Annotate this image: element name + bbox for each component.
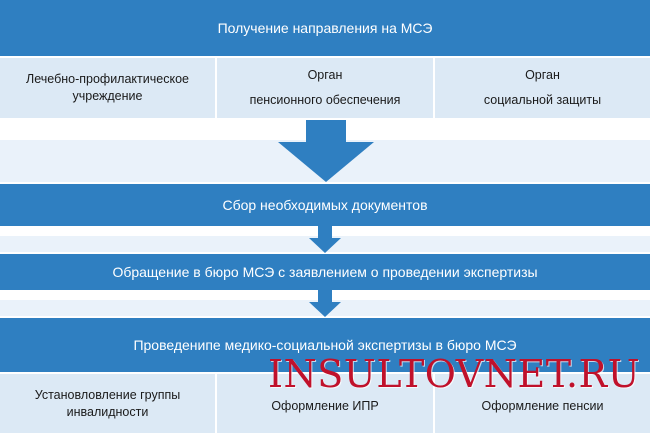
option-2-line1: Орган <box>307 68 343 83</box>
step-1-options: Лечебно-профилактическое учреждение Орга… <box>0 58 650 118</box>
option-1-line1: Лечебно-профилактическое <box>26 72 189 87</box>
step-3-title: Обращение в бюро МСЭ с заявлением о пров… <box>112 264 538 280</box>
outcome-2-line1: Оформление ИПР <box>271 399 379 414</box>
outcome-disability-group: Установловление группы инвалидности <box>0 374 215 433</box>
step-4-title: Проведенипе медико-социальной экспертизы… <box>133 337 517 353</box>
outcome-3-line1: Оформление пенсии <box>481 399 604 414</box>
step-4-outcomes: Установловление группы инвалидности Офор… <box>0 374 650 433</box>
step-2-title: Сбор необходимых документов <box>222 197 428 213</box>
option-social-protection: Орган социальной защиты <box>435 58 650 118</box>
outcome-pension: Оформление пенсии <box>435 374 650 433</box>
outcome-ipr: Оформление ИПР <box>217 374 433 433</box>
option-pension-authority: Орган пенсионного обеспечения <box>217 58 433 118</box>
option-3-line2: социальной защиты <box>483 93 602 107</box>
down-arrow-icon <box>309 226 341 253</box>
site-watermark: INSULTOVNET.RU <box>268 352 641 396</box>
step-4-header: Проведенипе медико-социальной экспертизы… <box>0 318 650 372</box>
step-1-title: Получение направления на МСЭ <box>217 20 433 36</box>
step-1-header: Получение направления на МСЭ <box>0 0 650 56</box>
outcome-1-line1: Установловление группы <box>34 387 181 402</box>
step-3-header: Обращение в бюро МСЭ с заявлением о пров… <box>0 254 650 290</box>
option-3-line1: Орган <box>525 68 560 83</box>
down-arrow-icon <box>309 290 341 317</box>
down-arrow-icon <box>278 120 374 182</box>
step-2-header: Сбор необходимых документов <box>0 184 650 226</box>
option-1-line2: учреждение <box>72 89 143 103</box>
outcome-1-line2: инвалидности <box>66 404 149 419</box>
option-2-line2: пенсионного обеспечения <box>249 93 401 107</box>
option-medical-institution: Лечебно-профилактическое учреждение <box>0 58 215 118</box>
